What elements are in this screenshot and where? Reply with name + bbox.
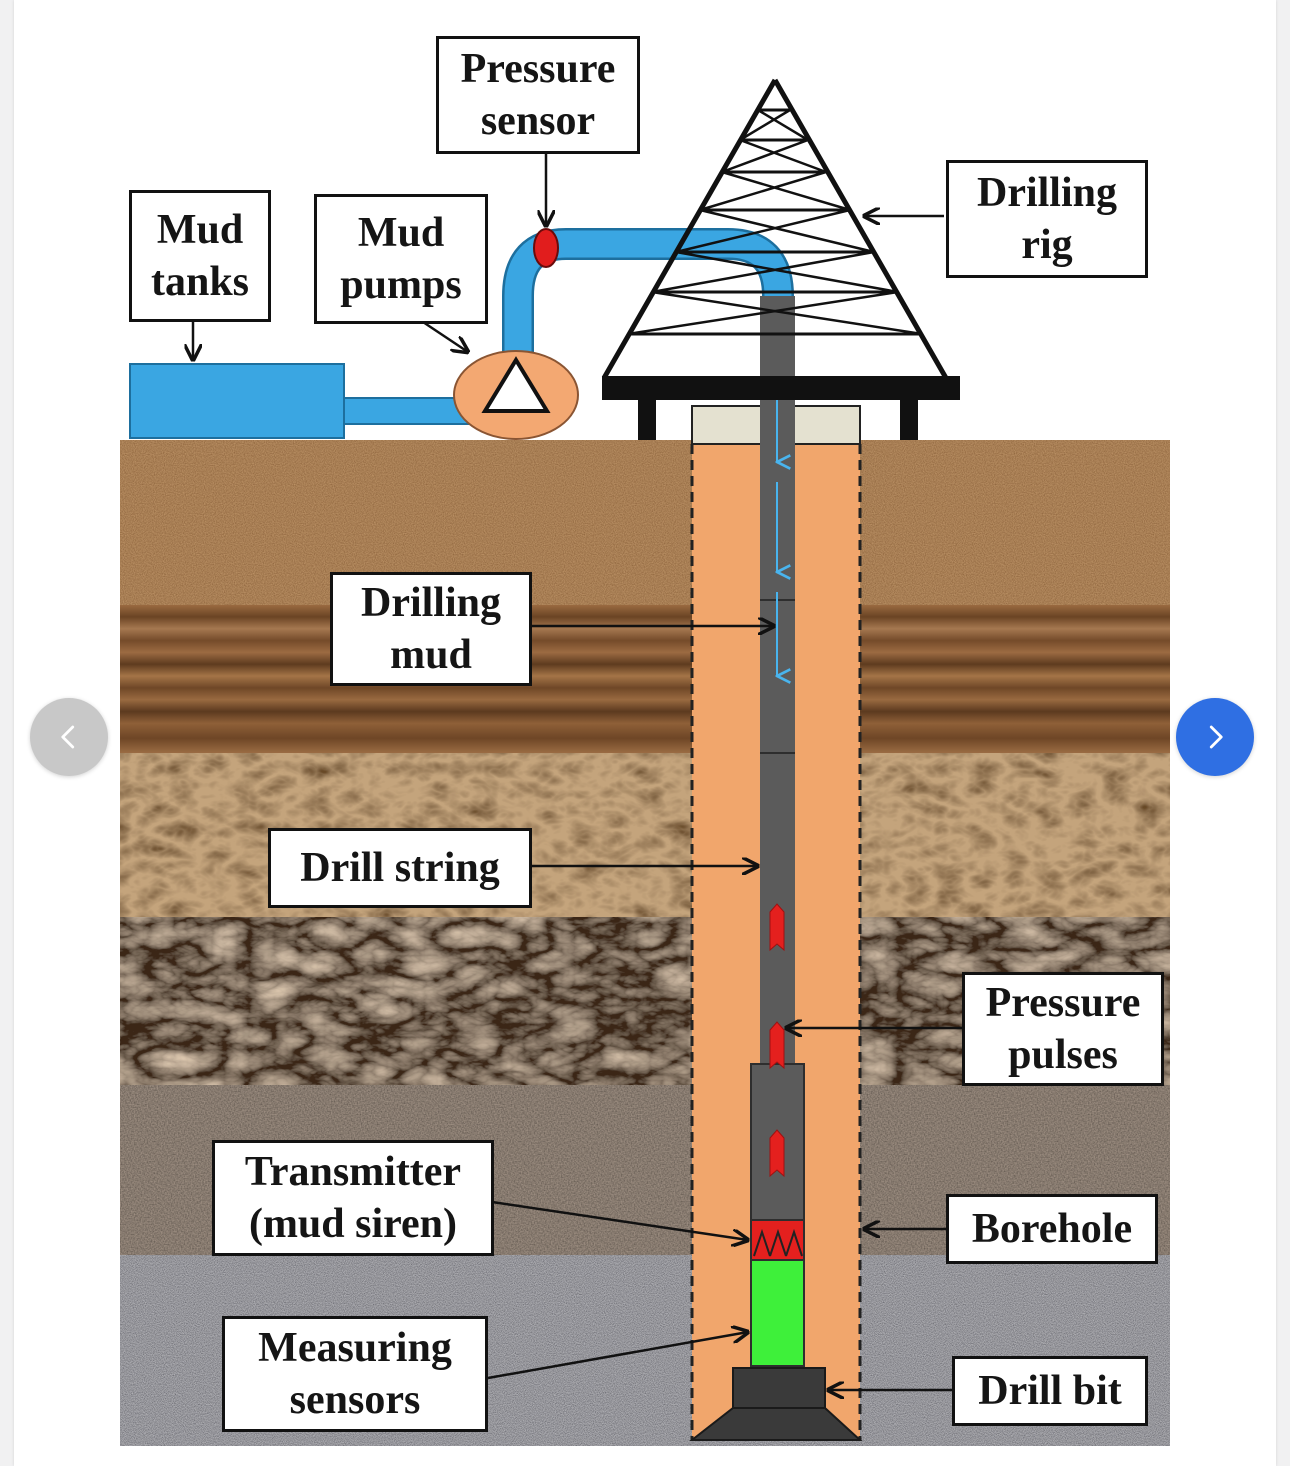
label-pressure-sensor-line1: Pressure: [461, 43, 616, 96]
label-mud-pumps: Mud pumps: [314, 194, 488, 324]
label-drill-string-line1: Drill string: [300, 842, 499, 895]
pressure-sensor-dot: [534, 229, 558, 267]
label-pressure-sensor-line2: sensor: [481, 95, 595, 148]
label-pressure-sensor: Pressure sensor: [436, 36, 640, 154]
label-transmitter: Transmitter (mud siren): [212, 1140, 494, 1256]
label-mud-tanks: Mud tanks: [129, 190, 271, 322]
label-drill-string: Drill string: [268, 828, 532, 908]
label-pressure-pulses-line2: pulses: [1008, 1029, 1118, 1082]
label-drilling-mud: Drilling mud: [330, 572, 532, 686]
label-drill-bit: Drill bit: [952, 1356, 1148, 1426]
label-measuring-sensors-line1: Measuring: [258, 1322, 452, 1375]
carousel-prev-button[interactable]: [30, 698, 108, 776]
drill-bit-body: [733, 1368, 825, 1408]
label-drilling-mud-line1: Drilling: [361, 577, 501, 630]
rig-floor: [602, 376, 960, 400]
chevron-right-icon: [1200, 722, 1230, 752]
ground-layers: [120, 440, 1170, 1446]
label-mud-tanks-line2: tanks: [151, 256, 249, 309]
label-measuring-sensors: Measuring sensors: [222, 1316, 488, 1432]
label-pressure-pulses-line1: Pressure: [986, 977, 1141, 1030]
layer-sand: [120, 440, 1170, 605]
label-drilling-rig-line2: rig: [1021, 219, 1072, 272]
label-mud-pumps-line2: pumps: [340, 259, 461, 312]
chevron-left-icon: [54, 722, 84, 752]
label-drilling-rig-line1: Drilling: [977, 167, 1117, 220]
label-drill-bit-line1: Drill bit: [978, 1365, 1122, 1418]
label-borehole: Borehole: [946, 1194, 1158, 1264]
label-borehole-line1: Borehole: [972, 1203, 1132, 1256]
label-drilling-mud-line2: mud: [390, 629, 472, 682]
label-mud-tanks-line1: Mud: [157, 204, 243, 257]
label-transmitter-line2: (mud siren): [249, 1198, 457, 1251]
label-transmitter-line1: Transmitter: [245, 1146, 461, 1199]
label-measuring-sensors-line2: sensors: [290, 1374, 421, 1427]
label-drilling-rig: Drilling rig: [946, 160, 1148, 278]
measuring-sensor-module: [751, 1260, 804, 1366]
label-pressure-pulses: Pressure pulses: [962, 972, 1164, 1086]
label-mud-pumps-line1: Mud: [358, 207, 444, 260]
mud-tank: [130, 364, 344, 438]
carousel-next-button[interactable]: [1176, 698, 1254, 776]
